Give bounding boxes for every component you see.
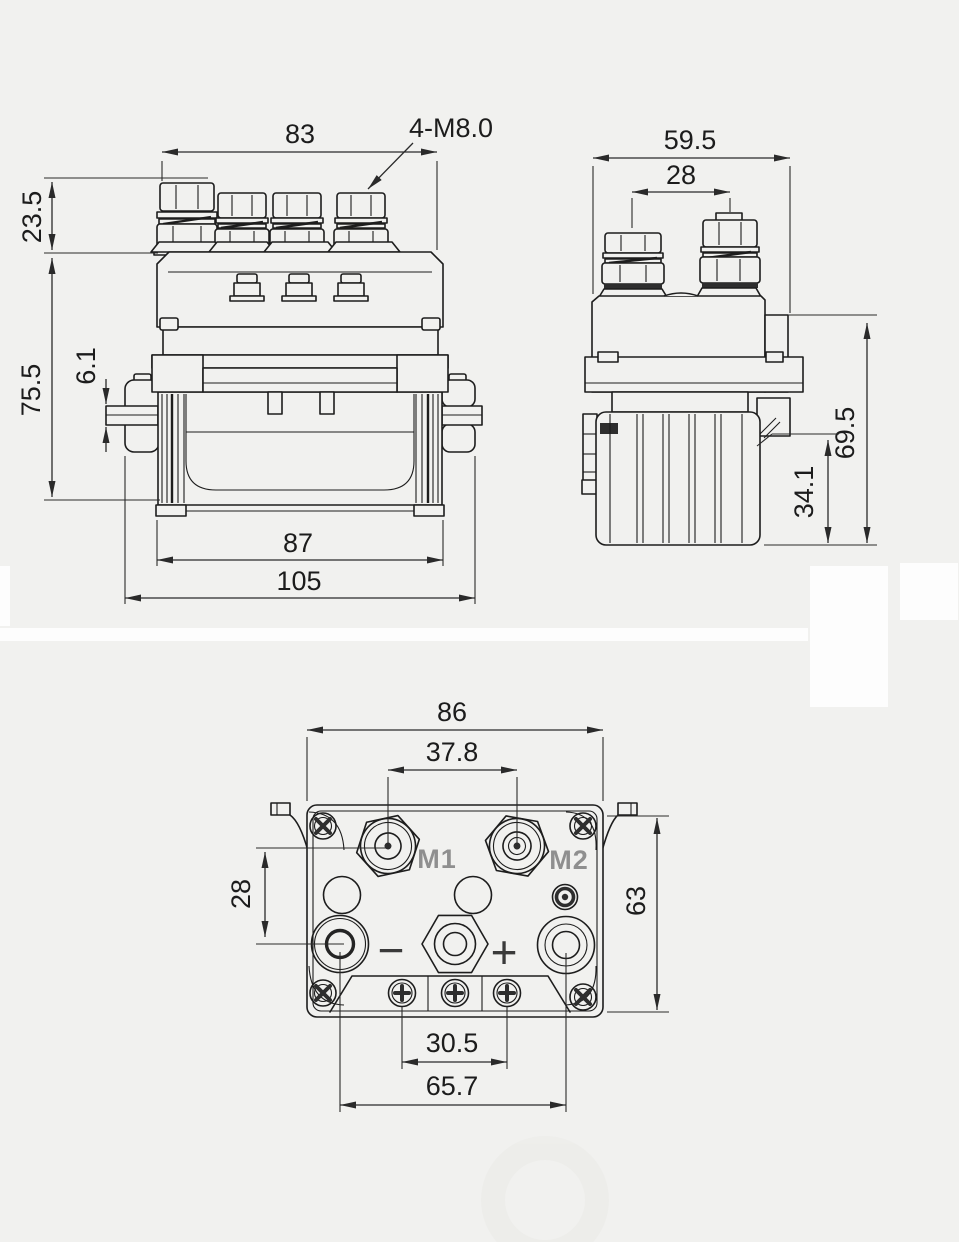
bottom-screw-channel: [329, 975, 571, 1013]
dim-body-height: 75.5: [16, 364, 46, 417]
minus-symbol: −: [378, 924, 405, 976]
dim-bottom-overall-height: 63: [621, 886, 651, 916]
front-terminal-studs: [150, 182, 401, 257]
front-foot-right: [413, 504, 445, 517]
front-coil-bands: [161, 394, 439, 503]
front-foot-left: [155, 504, 187, 517]
dim-motor-terminal-spacing: 37.8: [426, 737, 479, 767]
dim-body-width: 87: [283, 528, 313, 558]
corner-screw-icon: [309, 812, 597, 1011]
dim-terminal-height: 23.5: [17, 191, 47, 244]
terminal-m2-label: M2: [549, 845, 589, 875]
watermark-ghost: [481, 1136, 609, 1242]
dimension-annotations: 83 4-M8.0 23.5 75.5 6.1 87 105 59.5 28 6…: [16, 113, 877, 1112]
terminal-center-stud: [421, 914, 489, 974]
dim-side-overall-height: 69.5: [830, 407, 860, 460]
dim-screw-spacing: 30.5: [426, 1028, 479, 1058]
terminal-m2: [484, 815, 550, 877]
front-lower-body: [157, 391, 443, 506]
terminal-m1: [355, 814, 421, 878]
dim-bottom-overall-width: 86: [437, 697, 467, 727]
bottom-mounting-tabs: [270, 802, 638, 852]
side-right-bracket: [756, 397, 791, 439]
dim-side-tab-height: 6.1: [71, 347, 101, 385]
front-side-ears: [105, 373, 483, 453]
bottom-body-outline: [306, 804, 604, 1018]
dim-side-lower-height: 34.1: [789, 466, 819, 519]
dim-thread-callout: 4-M8.0: [409, 113, 493, 143]
plus-symbol: +: [491, 926, 518, 978]
dim-battery-terminal-spacing: 65.7: [426, 1071, 479, 1101]
dim-front-top-width: 83: [285, 119, 315, 149]
front-mounting-flange: [151, 354, 449, 415]
terminal-m1-label: M1: [417, 844, 457, 874]
side-view: [581, 212, 804, 546]
front-clip-right: [421, 317, 441, 331]
vent-hole-left: [322, 875, 362, 915]
dim-side-overall-width: 59.5: [664, 125, 717, 155]
front-view: [105, 182, 483, 517]
scan-artifacts: [0, 563, 958, 1242]
dim-row-spacing: 28: [226, 879, 256, 909]
side-ribbed-coil: [595, 411, 761, 546]
front-upper-body: [162, 326, 439, 356]
front-coil-terminal-screws: [229, 273, 369, 302]
bottom-view: M1 M2 − +: [270, 802, 638, 1018]
side-terminal-studs: [595, 212, 765, 303]
small-stud: [551, 883, 579, 911]
dim-side-terminal-spacing: 28: [666, 160, 696, 190]
dim-overall-width: 105: [276, 566, 321, 596]
bottom-screws: [387, 978, 522, 1008]
vent-hole-right: [453, 875, 493, 915]
front-clip-left: [159, 317, 179, 331]
